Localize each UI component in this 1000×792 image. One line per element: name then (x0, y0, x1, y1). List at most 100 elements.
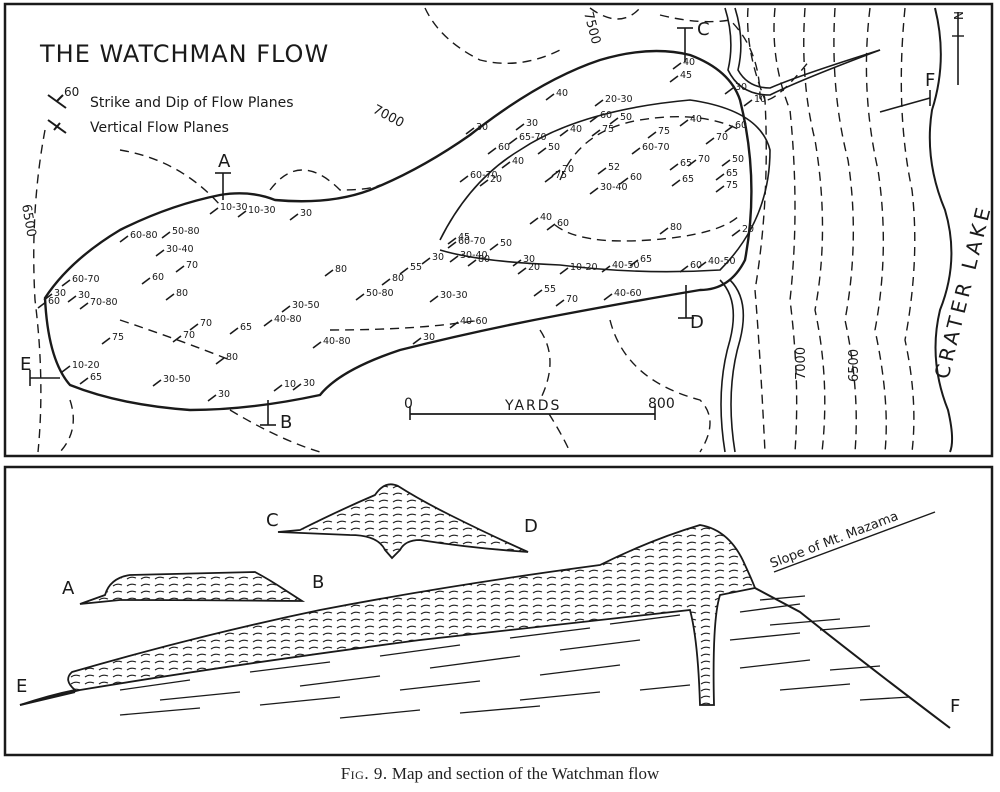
dip-label: 60 (600, 110, 612, 121)
dip-label: 70 (566, 294, 578, 305)
strike-symbol (715, 185, 725, 193)
dip-label: 10-30 (248, 205, 276, 216)
strike-symbol (79, 377, 89, 385)
dip-label: 50-80 (172, 226, 200, 237)
dip-label: 30 (54, 288, 66, 299)
dip-label: 40-60 (614, 288, 642, 299)
dip-label: 60 (630, 172, 642, 183)
road (439, 7, 881, 453)
dip-label: 80 (478, 254, 490, 265)
map-point-e: E (20, 354, 31, 375)
slope-underline (773, 511, 936, 573)
dip-label: 40-50 (708, 256, 736, 267)
strike-symbol (669, 163, 679, 171)
strike-symbol (589, 115, 599, 123)
strike-symbol (659, 227, 669, 235)
section-label-c: C (266, 510, 279, 531)
strike-symbol (101, 337, 111, 345)
strike-symbol (591, 129, 601, 137)
map-point-b: B (280, 412, 292, 433)
dip-label: 40-50 (612, 260, 640, 271)
strike-symbol (501, 161, 511, 169)
crater-rim (928, 7, 954, 453)
legend: 60 Strike and Dip of Flow Planes Vertica… (47, 85, 294, 136)
strike-symbol (355, 293, 365, 301)
dip-label: 70 (200, 318, 212, 329)
strike-symbol (589, 187, 599, 195)
strike-symbol (559, 129, 569, 137)
strike-dip-symbol: 60 (47, 85, 79, 109)
dip-label: 10-30 (220, 202, 248, 213)
strike-symbol (669, 75, 679, 83)
dip-label: 10-20 (570, 262, 598, 273)
scale-end: 800 (648, 396, 675, 412)
strike-symbol (61, 279, 71, 287)
strike-symbol (172, 335, 182, 343)
section-label-f: F (950, 696, 960, 717)
dip-label: 55 (544, 284, 556, 295)
map-frame (3, 2, 994, 458)
dip-label: 20 (490, 174, 502, 185)
dip-label: 40 (512, 156, 524, 167)
flow-outline (43, 49, 753, 412)
strike-symbol (165, 293, 175, 301)
dip-label: 75 (555, 170, 567, 181)
section-ab (79, 571, 306, 605)
strike-symbol (508, 137, 518, 145)
dip-label: 60 (498, 142, 510, 153)
strike-symbol (43, 293, 53, 301)
strike-symbol (161, 231, 171, 239)
strike-symbol (731, 229, 741, 237)
north-label: N (952, 11, 966, 20)
strike-symbol (679, 119, 689, 127)
strike-symbol (594, 99, 604, 107)
contour-7500-top: 7500 (580, 10, 603, 46)
strike-symbol (487, 147, 497, 155)
strike-symbol (697, 261, 707, 269)
section-cd (277, 483, 529, 560)
strike-symbol (687, 159, 697, 167)
strike-symbol (631, 147, 641, 155)
strike-symbol (399, 267, 409, 275)
strike-symbol (743, 99, 753, 107)
contour-6500-left: 6500 (18, 203, 39, 238)
dip-label: 30 (78, 290, 90, 301)
vertical-flow-symbol (47, 119, 67, 134)
strike-symbol (67, 295, 77, 303)
scale-unit: YARDS (504, 398, 561, 414)
dip-label: 40 (540, 212, 552, 223)
dip-label: 40-80 (323, 336, 351, 347)
dip-label: 30 (432, 252, 444, 263)
dip-label: 50 (548, 142, 560, 153)
strike-symbol (537, 147, 547, 155)
section-label-a: A (62, 578, 75, 599)
strike-symbol (449, 255, 459, 263)
strike-symbol (421, 257, 431, 265)
strike-symbol (489, 243, 499, 251)
strike-symbol (529, 217, 539, 225)
dip-label: 30 (423, 332, 435, 343)
strike-symbol (229, 327, 239, 335)
legend-vertical-label: Vertical Flow Planes (90, 120, 229, 136)
dip-label: 75 (602, 124, 614, 135)
dip-label: 65 (680, 158, 692, 169)
map-point-f: F (925, 70, 935, 91)
strike-symbol (37, 301, 47, 309)
dip-label: 40-60 (460, 316, 488, 327)
strike-symbol (551, 169, 561, 177)
strike-symbol (447, 241, 457, 249)
strike-symbol (479, 179, 489, 187)
dip-label: 60 (735, 120, 747, 131)
dip-label: 50 (732, 154, 744, 165)
dip-label: 10 (284, 379, 296, 390)
dip-label: 10 (754, 94, 766, 105)
dip-label: 65 (640, 254, 652, 265)
dip-label: 40-80 (274, 314, 302, 325)
section-markers (29, 27, 931, 426)
strike-symbol (281, 305, 291, 313)
dip-label: 75 (658, 126, 670, 137)
dip-label: 45 (458, 232, 470, 243)
section-label-d: D (524, 516, 538, 537)
strike-symbol (263, 319, 273, 327)
